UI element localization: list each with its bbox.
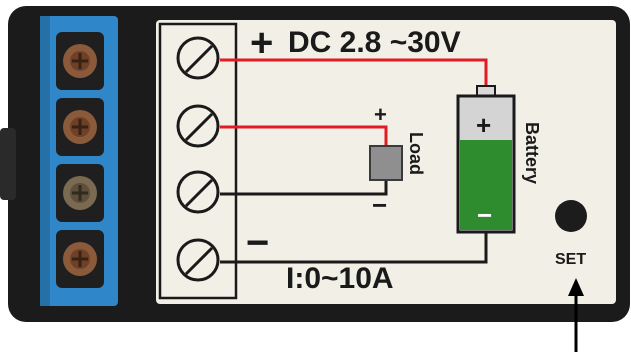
screw-icon-1 [176,36,220,80]
battery-minus-label: − [477,200,492,230]
load-negative-wire [220,180,388,196]
supply-plus-sign: + [250,21,273,65]
mounting-tab [0,128,16,200]
load-label: Load [406,132,426,175]
wiring [220,58,488,264]
supply-voltage-label: DC 2.8 ~30V [288,26,461,59]
terminal-screws [56,32,104,288]
load-positive-wire [220,125,388,146]
screw-icon-2 [176,104,220,148]
load-minus-label: − [372,190,387,220]
screw-icon-3 [176,170,220,214]
screw-3 [56,164,104,222]
arrow-up-icon [568,278,584,352]
load-resistor [369,145,403,181]
battery-icon [456,85,516,234]
battery-negative-wire [220,232,488,264]
terminal-strip [158,22,238,300]
terminal-block-shade [40,16,50,306]
load-plus-label: + [374,102,387,127]
battery-plus-label: + [476,110,491,140]
supply-minus-sign: − [246,221,269,265]
screw-4 [56,230,104,288]
screw-icon-4 [176,238,220,282]
screw-2 [56,98,104,156]
current-range-label: I:0~10A [286,262,394,295]
set-button-label: SET [555,251,586,268]
panel-screw-icons [176,36,220,282]
set-button[interactable] [555,200,587,232]
supply-positive-wire [220,58,488,88]
battery-label: Battery [522,122,542,184]
screw-1 [56,32,104,90]
